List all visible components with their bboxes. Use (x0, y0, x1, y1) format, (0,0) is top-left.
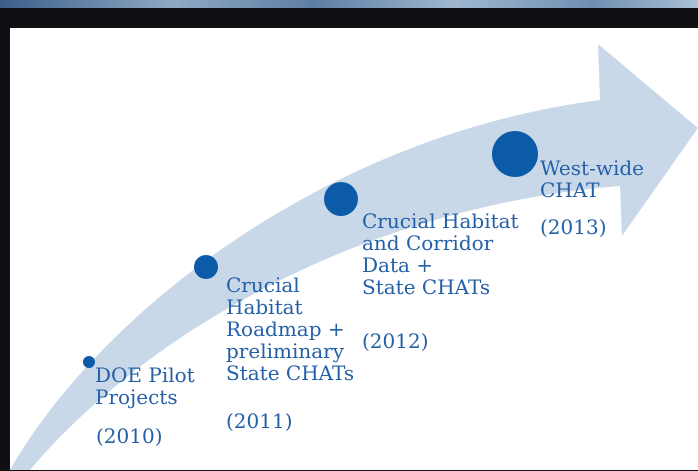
milestone-dot-2012 (324, 182, 358, 216)
milestone-label-2012: Crucial Habitat and Corridor Data + Stat… (362, 209, 519, 299)
milestone-label-2011: Crucial Habitat Roadmap + preliminary St… (226, 273, 355, 385)
screen-frame: DOE Pilot Projects (2010) Crucial Habita… (0, 8, 698, 471)
milestone-year-2013: (2013) (540, 215, 607, 239)
milestone-year-2011: (2011) (226, 409, 293, 433)
milestone-dot-2013 (492, 131, 538, 177)
milestone-label-2010: DOE Pilot Projects (95, 363, 195, 409)
milestone-dot-2010 (83, 356, 95, 368)
milestone-year-2010: (2010) (96, 424, 163, 448)
milestone-dot-2011 (194, 255, 218, 279)
timeline-slide: DOE Pilot Projects (2010) Crucial Habita… (10, 28, 698, 470)
milestone-year-2012: (2012) (362, 329, 429, 353)
timeline-arrow (10, 44, 698, 470)
milestone-label-2013: West-wide CHAT (540, 156, 644, 202)
